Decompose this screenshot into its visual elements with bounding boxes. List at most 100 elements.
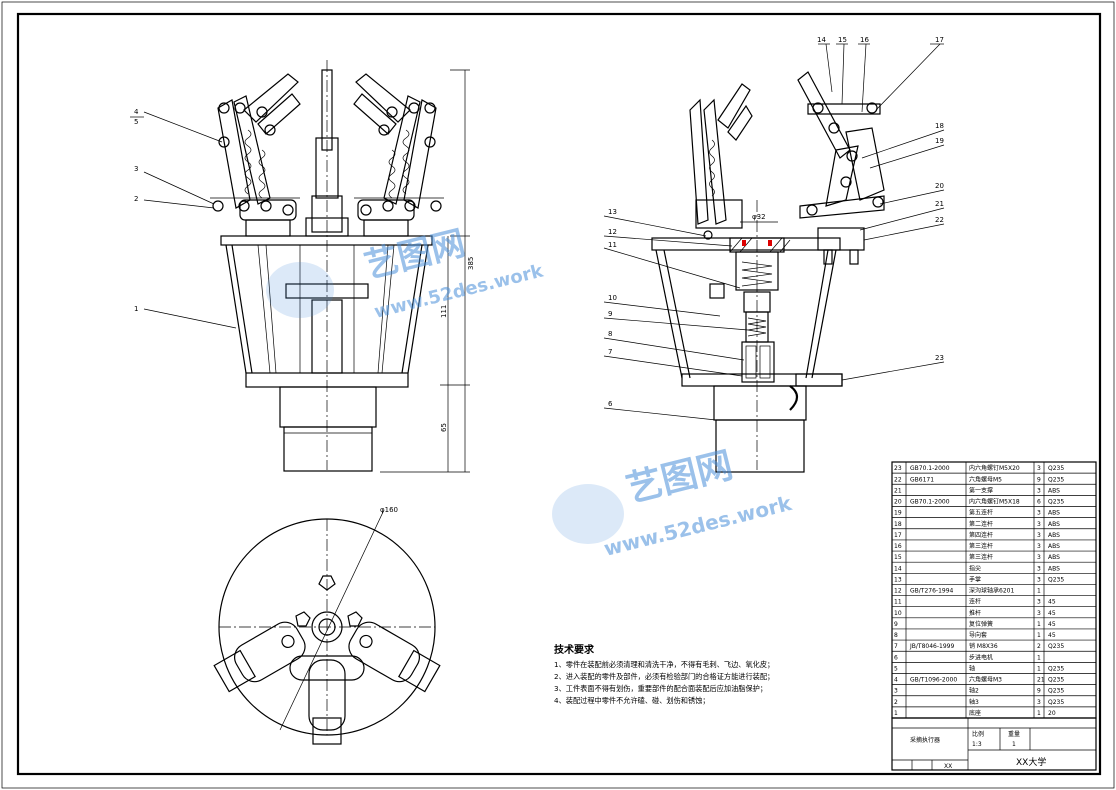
inner-border — [16, 12, 1102, 776]
dim-dia-32: φ32 — [752, 213, 766, 221]
notes-line-2: 2、进入装配的零件及部件，必须有检验部门的合格证方能进行装配； — [554, 672, 774, 681]
front-view: 385 111 65 4 5 3 2 1 — [130, 60, 475, 473]
balloon-6: 6 — [608, 400, 613, 408]
balloon-23: 23 — [935, 354, 944, 362]
title-weight-label: 重量 — [1008, 730, 1020, 738]
notes-line-1: 1、零件在装配前必须清理和清洗干净，不得有毛刺、飞边、氧化皮； — [554, 660, 774, 669]
bom-cell-no: 6 — [894, 654, 898, 661]
notes-line-4: 4、装配过程中零件不允许磕、碰、划伤和锈蚀； — [554, 696, 710, 705]
bom-cell-no: 14 — [894, 565, 902, 572]
bom-cell-qty: 3 — [1037, 554, 1041, 561]
balloon-3: 3 — [134, 165, 138, 173]
bom-cell-name: 六角螺母M5 — [969, 475, 1002, 483]
bom-cell-mat: ABS — [1048, 487, 1060, 494]
bom-row: 18 第二连杆 3 ABS — [892, 517, 1096, 528]
dim-mid-height: 111 — [440, 305, 448, 318]
bom-cell-qty: 3 — [1037, 610, 1041, 617]
bom-cell-mat: Q235 — [1048, 699, 1064, 706]
bom-cell-name: 第四连杆 — [969, 531, 993, 539]
balloon-12: 12 — [608, 228, 617, 236]
bom-cell-name: 连杆 — [969, 598, 981, 606]
bom-cell-mat: Q235 — [1048, 499, 1064, 506]
bom-cell-name: 销 M8X36 — [969, 642, 998, 650]
bom-cell-qty: 3 — [1037, 532, 1041, 539]
bom-cell-name: 复位弹簧 — [969, 620, 993, 628]
title-school: XX大学 — [1016, 756, 1046, 768]
bom-cell-qty: 3 — [1037, 465, 1041, 472]
bom-cell-no: 21 — [894, 487, 902, 494]
bom-cell-name: 深沟球轴承6201 — [969, 587, 1014, 595]
bom-cell-mat: ABS — [1048, 554, 1060, 561]
bom-cell-no: 20 — [894, 499, 902, 506]
bom-cell-name: 推杆 — [969, 609, 981, 617]
watermark-top: 艺图网 www.52des.work — [266, 223, 546, 323]
bom-cell-code: GB70.1-2000 — [910, 499, 950, 506]
balloon-16: 16 — [860, 36, 869, 44]
bom-cell-mat: ABS — [1048, 543, 1060, 550]
bom-row: 15 第三连杆 3 ABS — [892, 550, 1096, 561]
bom-cell-no: 9 — [894, 621, 898, 628]
dim-total-height: 385 — [467, 257, 475, 270]
bom-cell-qty: 3 — [1037, 521, 1041, 528]
balloon-19: 19 — [935, 137, 944, 145]
bom-cell-name: 六角螺母M3 — [969, 676, 1002, 684]
dim-dia-160: φ160 — [380, 506, 398, 514]
bom-cell-name: 手掌 — [969, 575, 981, 583]
bom-cell-no: 1 — [894, 710, 898, 717]
watermark-bottom: 艺图网 www.52des.work — [552, 445, 795, 561]
bom-cell-mat: ABS — [1048, 521, 1060, 528]
bom-cell-qty: 3 — [1037, 576, 1041, 583]
bom-cell-mat: Q235 — [1048, 476, 1064, 483]
bom-cell-mat: Q235 — [1048, 677, 1064, 684]
bom-cell-code: JB/T8046-1999 — [909, 643, 954, 650]
bom-cell-no: 19 — [894, 510, 902, 517]
dim-bottom-height: 65 — [440, 423, 448, 432]
title-block: 采摘执行器 比例 重量 1:3 1 XX XX大学 — [891, 717, 1097, 771]
bom-cell-no: 8 — [894, 632, 898, 639]
balloon-11: 11 — [608, 241, 617, 249]
bom-cell-no: 15 — [894, 554, 902, 561]
bom-cell-no: 3 — [894, 688, 898, 695]
bom-cell-name: 步进电机 — [969, 653, 993, 661]
bom-cell-qty: 1 — [1037, 632, 1041, 639]
bom-cell-code: GB6171 — [910, 476, 934, 483]
bom-cell-name: 指尖 — [969, 564, 981, 572]
watermark-cn-top: 艺图网 — [361, 223, 470, 286]
bom-cell-qty: 6 — [1037, 499, 1041, 506]
balloon-4: 4 — [134, 108, 139, 116]
bom-cell-name: 轴2 — [969, 687, 979, 695]
bom-cell-no: 17 — [894, 532, 902, 539]
bom-cell-mat: 20 — [1048, 710, 1056, 717]
bom-cell-mat: Q235 — [1048, 665, 1064, 672]
technical-notes: 技术要求 1、零件在装配前必须清理和清洗干净，不得有毛刺、飞边、氧化皮； 2、进… — [554, 643, 774, 705]
bom-cell-mat: Q235 — [1048, 688, 1064, 695]
bom-cell-name: 第三连杆 — [969, 553, 993, 561]
balloon-8: 8 — [608, 330, 612, 338]
bom-cell-mat: Q235 — [1048, 576, 1064, 583]
bom-cell-mat: 45 — [1048, 599, 1056, 606]
notes-line-3: 3、工件表面不得有划伤，重要部件的配合面装配后应加油脂保护； — [554, 684, 767, 693]
balloon-18: 18 — [935, 122, 944, 130]
title-scale: 1:3 — [972, 741, 982, 748]
bom-cell-no: 18 — [894, 521, 902, 528]
bom-cell-no: 12 — [894, 588, 902, 595]
bom-cell-name: 轴3 — [969, 698, 979, 706]
bom-cell-mat: Q235 — [1048, 643, 1064, 650]
balloon-1: 1 — [134, 305, 138, 313]
bom-cell-name: 第二连杆 — [969, 520, 993, 528]
bom-cell-qty: 9 — [1037, 476, 1041, 483]
bom-cell-no: 7 — [894, 643, 898, 650]
